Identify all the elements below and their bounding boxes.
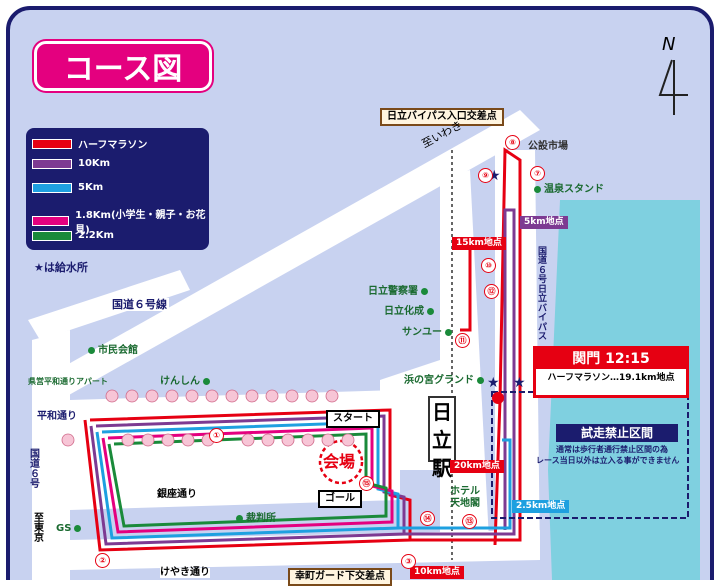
notice-line1: 通常は歩行者通行禁止区間の為 bbox=[556, 445, 668, 454]
bottom-intersection-label: 幸町ガード下交差点 bbox=[288, 568, 392, 586]
gs-label: GS bbox=[56, 524, 84, 534]
route6-label: 国道６号 bbox=[30, 449, 40, 490]
cutoff-pin bbox=[492, 392, 504, 404]
road-iwaki bbox=[40, 110, 540, 400]
cutoff-header: 関門 12:15 bbox=[536, 349, 686, 369]
saibansho-label: 裁判所 bbox=[236, 514, 276, 524]
km15-marker: 15km地点 bbox=[452, 237, 506, 250]
hamanomiya-label: 浜の宮グランド bbox=[404, 376, 487, 386]
keyaki-label: けやき通り bbox=[160, 567, 210, 578]
legend-item: 10Km bbox=[32, 158, 110, 169]
goal-marker: ゴール bbox=[318, 490, 362, 508]
cutoff-box: 関門 12:15 ハーフマラソン…19.1km地点 bbox=[533, 346, 689, 398]
checkpoint-11: ⑪ bbox=[455, 333, 470, 348]
water-star-icon: ★ bbox=[487, 375, 500, 391]
ginza-label: 銀座通り bbox=[157, 489, 197, 500]
notice-box: 試走禁止区間 通常は歩行者通行禁止区間の為 レース当日以外は立入る事ができません bbox=[536, 424, 679, 474]
checkpoint-9: ⑨ bbox=[478, 168, 493, 183]
checkpoint-3: ③ bbox=[401, 554, 416, 569]
course-lines bbox=[83, 147, 522, 552]
checkpoint-14: ⑭ bbox=[420, 511, 435, 526]
km20-marker: 20km地点 bbox=[450, 460, 504, 473]
legend: ハーフマラソン 10Km 5Km 1.8Km(小学生・親子・お花見) 2.2Km bbox=[26, 128, 209, 250]
north-label: N bbox=[662, 34, 676, 55]
km10-marker: 10km地点 bbox=[410, 566, 464, 579]
legend-item: ハーフマラソン bbox=[32, 136, 147, 151]
heiwa-label: 平和通り bbox=[37, 411, 77, 422]
sanyu-label: サンユー bbox=[402, 328, 455, 338]
to-tokyo-label: 至東京 bbox=[34, 513, 44, 544]
legend-item: 5Km bbox=[32, 182, 103, 193]
city-blocks bbox=[70, 390, 400, 510]
start-marker: スタート bbox=[326, 410, 380, 428]
page-title: コース図 bbox=[34, 41, 212, 91]
onsen-label: 温泉スタンド bbox=[534, 185, 604, 195]
checkpoint-2: ② bbox=[95, 553, 110, 568]
police-label: 日立警察署 bbox=[368, 287, 431, 297]
station-label: 日立駅 bbox=[428, 396, 456, 480]
water-note: ★は給水所 bbox=[34, 261, 88, 274]
checkpoint-7: ⑦ bbox=[530, 166, 545, 181]
checkpoint-10: ⑩ bbox=[481, 258, 496, 273]
notice-title: 試走禁止区間 bbox=[556, 424, 678, 442]
kenshin-label: けんしん bbox=[160, 377, 213, 387]
checkpoint-13: ⑬ bbox=[462, 514, 477, 529]
bypass-entrance-label: 日立バイパス入口交差点 bbox=[380, 108, 504, 126]
checkpoint-8: ⑧ bbox=[505, 135, 520, 150]
km25-marker: 2.5km地点 bbox=[512, 500, 570, 513]
cutoff-note: ハーフマラソン…19.1km地点 bbox=[547, 373, 675, 383]
bypass-label: 国道６号日立バイパス bbox=[538, 247, 548, 342]
apartment-label: 県営平和通りアパート bbox=[28, 377, 108, 386]
checkpoint-12: ⑫ bbox=[484, 284, 499, 299]
kasei-label: 日立化成 bbox=[384, 307, 437, 317]
checkpoint-1: ① bbox=[209, 428, 224, 443]
sakura-row bbox=[61, 389, 355, 447]
venue-circle bbox=[318, 439, 364, 485]
restricted-zone bbox=[491, 391, 689, 519]
checkpoint-15: ⑮ bbox=[359, 476, 374, 491]
road-route6 bbox=[32, 330, 70, 580]
route6-line-label: 国道６号線 bbox=[110, 298, 169, 311]
notice-line2: レース当日以外は立入る事ができません bbox=[536, 456, 680, 465]
venue-label: 会場 bbox=[323, 452, 356, 471]
shimin-label: 市民会館 bbox=[88, 346, 138, 356]
water-star-icon: ★ bbox=[513, 375, 526, 391]
km5-marker: 5km地点 bbox=[520, 216, 568, 229]
legend-item: 1.8Km(小学生・親子・お花見) bbox=[32, 206, 209, 236]
legend-item: 2.2Km bbox=[32, 230, 114, 241]
market-label: 公設市場 bbox=[528, 141, 568, 152]
hotel-label: ホテル天地閣 bbox=[450, 486, 480, 509]
